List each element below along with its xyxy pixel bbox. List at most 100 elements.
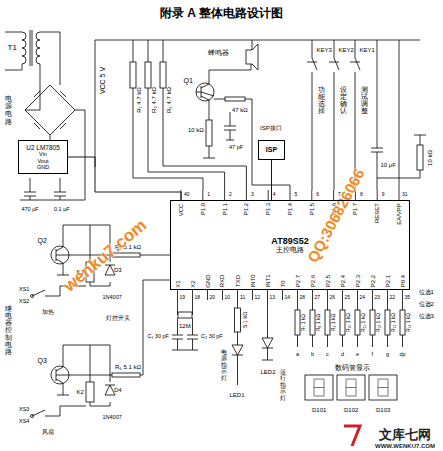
schematic-label: D3 xyxy=(114,267,122,273)
pin-stub xyxy=(297,290,298,300)
schematic-label: EA/VPP xyxy=(396,203,402,225)
schematic-label: 设定确认 xyxy=(340,86,347,115)
schematic-label: Q3 xyxy=(38,357,47,364)
resistor-symbol xyxy=(130,40,246,190)
schematic-label: 11 xyxy=(240,295,245,300)
schematic-label: 47 pF xyxy=(229,145,243,151)
isp-header: ISP xyxy=(258,140,285,160)
schematic-label: 0.1 μF xyxy=(54,207,70,213)
schematic-label: P1.3 xyxy=(265,203,271,215)
schematic-label: R₁₄ 1 kΩ xyxy=(406,312,411,331)
schematic-label: KEY1 xyxy=(360,47,375,53)
schematic-label: 5 xyxy=(295,192,298,197)
schematic-label: 12M xyxy=(179,323,191,329)
node-text: Vout xyxy=(37,158,48,164)
pin-stub xyxy=(372,290,373,300)
schematic-label: 位选2 xyxy=(419,301,434,307)
schematic-label: e xyxy=(356,352,359,358)
node-text: Vin xyxy=(39,151,47,157)
schematic-label: 20 xyxy=(210,295,216,300)
schematic-label: P2.7 xyxy=(295,275,301,287)
schematic-label: 1N4007 xyxy=(103,295,122,301)
schematic-label: 23 xyxy=(375,295,381,300)
resistor-symbol xyxy=(400,310,405,335)
schematic-label: LED1 xyxy=(230,392,245,398)
schematic-label: R₆ 5.1 kΩ xyxy=(115,364,141,370)
schematic-label: R₃ 4.7 kΩ xyxy=(166,87,172,113)
schematic-label: 22 xyxy=(390,295,396,300)
schematic-label: a xyxy=(296,352,299,358)
pin-stub xyxy=(327,290,328,300)
schematic-label: d xyxy=(341,352,344,358)
schematic-label: XS4 xyxy=(19,419,29,425)
schematic-label: C₂ 30 pF xyxy=(201,334,223,340)
schematic-label: TXD xyxy=(235,275,241,287)
schematic-label: D4 xyxy=(114,387,122,393)
regulator-box: U2 LM7805VinVoutGND xyxy=(18,140,68,174)
pin-stub xyxy=(357,290,358,300)
schematic-label: T1 xyxy=(8,44,17,52)
schematic-label: f xyxy=(372,352,374,358)
schematic-label: 13 xyxy=(270,295,276,300)
schematic-label: C₁ 30 pF xyxy=(148,334,169,340)
schematic-label: Q1 xyxy=(184,77,193,84)
schematic-label: 3 xyxy=(251,192,254,197)
schematic-label: P1.1 xyxy=(222,203,228,215)
node-text: GND xyxy=(37,164,49,170)
schematic-label: XS2 xyxy=(19,299,29,305)
schematic-label: 10 xyxy=(225,295,231,300)
schematic-label: K2 xyxy=(77,389,84,395)
schematic-label: 10 μF xyxy=(381,162,396,168)
schematic-label: 10 kΩ xyxy=(188,127,204,133)
resistor-symbol xyxy=(387,300,388,347)
resistor-symbol xyxy=(402,300,403,347)
resistor-symbol xyxy=(340,310,345,335)
resistor-symbol xyxy=(295,310,300,335)
site-logo-text: 文库七网 xyxy=(379,428,431,441)
schematic-label: R₂ 4.7 kΩ xyxy=(151,87,157,113)
schematic-label: g xyxy=(386,352,389,358)
schematic-label: P0.4 xyxy=(400,275,406,287)
schematic-label: 继电器控制电路 xyxy=(5,305,12,355)
schematic-label: 蜂鸣器 xyxy=(208,49,229,56)
resistor-symbol xyxy=(327,300,328,347)
resistor-symbol xyxy=(297,300,298,347)
schematic-label: RXD xyxy=(219,274,225,287)
pin-stub xyxy=(399,190,400,200)
schematic-label: R₇ 1 kΩ xyxy=(301,313,306,330)
schematic-label: R₁₂ 1 kΩ xyxy=(376,312,381,331)
pin-stub xyxy=(333,190,334,200)
schematic-label: R₁ 4.7 kΩ xyxy=(136,87,142,113)
schematic-label: X1 xyxy=(175,280,181,287)
schematic-label: P2.4 xyxy=(340,275,346,287)
schematic-label: P1.2 xyxy=(244,203,250,215)
pin-stub xyxy=(246,190,247,200)
schematic-label: R₁₀ 1 kΩ xyxy=(346,312,351,331)
reset-circuit xyxy=(371,40,426,190)
site-logo-text: WWW.WENKU7.COM xyxy=(375,443,435,449)
schematic-label: 位选1 xyxy=(419,289,434,295)
schematic-label: P1.5 xyxy=(309,203,315,215)
schematic-label: 数码管显示 xyxy=(335,365,370,372)
resistor-array xyxy=(295,300,405,347)
pin-stub xyxy=(377,190,378,200)
pin-stub xyxy=(312,290,313,300)
pin-stub xyxy=(224,190,225,200)
resistor-symbol xyxy=(372,300,373,347)
schematic-label: 470 μF xyxy=(22,207,39,213)
schematic-label: P1.0 xyxy=(200,203,206,215)
schematic-label: 5.1 kΩ xyxy=(243,312,249,328)
schematic-label: 风扇 xyxy=(42,429,54,435)
resistor-symbol xyxy=(370,310,375,335)
schematic-label: 24 xyxy=(360,295,366,300)
bridge-rectifier xyxy=(20,85,85,200)
resistor-symbol xyxy=(355,310,360,335)
schematic-label: P2.1 xyxy=(385,275,391,287)
filter-capacitor xyxy=(24,178,66,200)
node-text: 主控电路 xyxy=(276,246,304,254)
crystal-circuit xyxy=(172,300,198,350)
node-text: ISP xyxy=(266,146,277,154)
resistor-symbol xyxy=(325,310,330,335)
schematic-label: GND xyxy=(205,274,211,287)
